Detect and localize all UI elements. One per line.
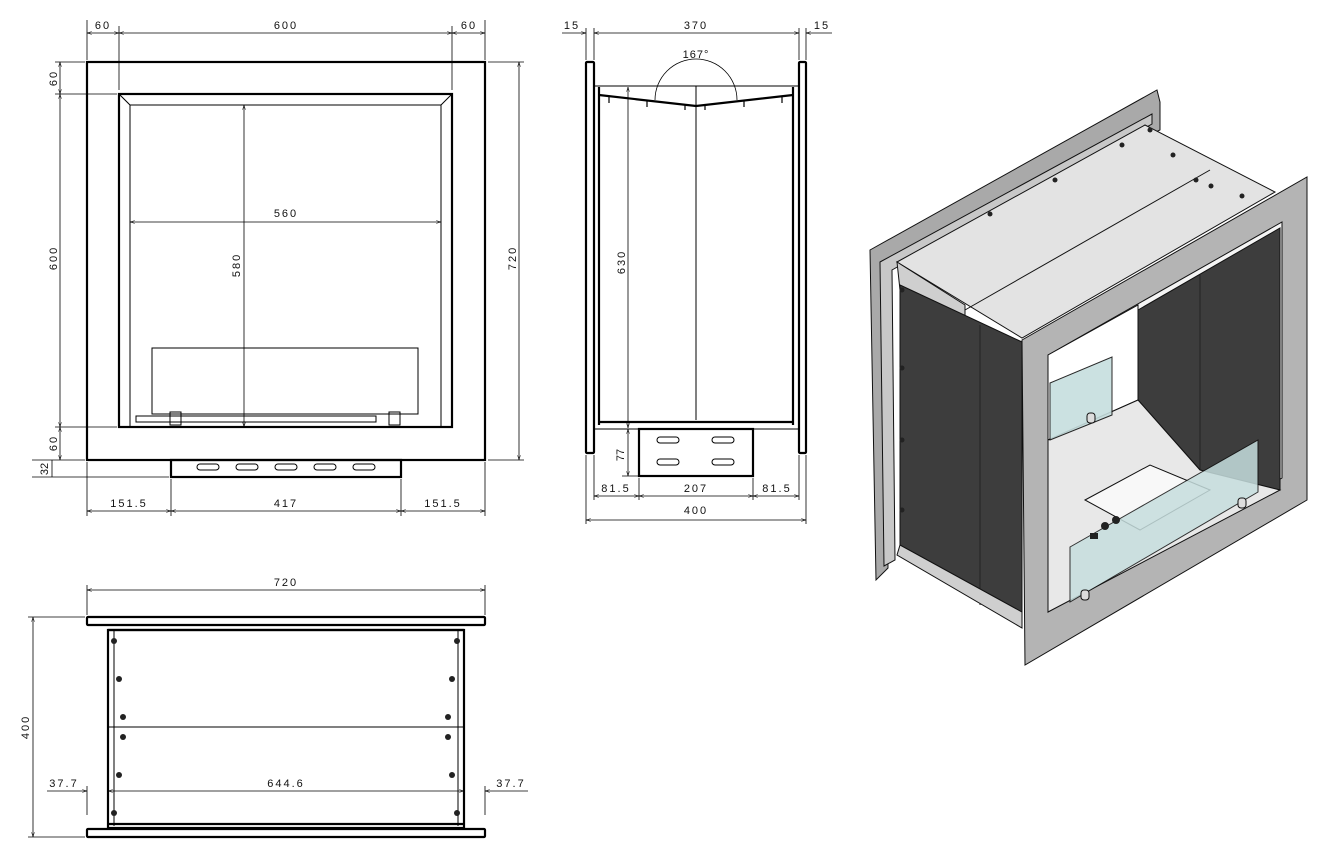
dim-label: 167° <box>683 49 710 61</box>
front-flange <box>584 60 596 455</box>
dim-label: 81.5 <box>601 483 630 495</box>
isometric-view <box>869 89 1308 666</box>
dim-label: 720 <box>507 246 519 270</box>
dim-label: 207 <box>684 483 708 495</box>
dim-label: 580 <box>231 253 243 277</box>
inner-frame <box>117 92 454 429</box>
dim-label: 600 <box>274 20 298 32</box>
glass-panel <box>151 347 419 415</box>
dim-label: 37.7 <box>496 778 525 790</box>
dim-label: 720 <box>274 577 298 589</box>
back-flange <box>797 60 808 455</box>
dim-label: 32 <box>39 463 51 475</box>
dim-label: 600 <box>48 246 60 270</box>
top-surface <box>896 124 1277 339</box>
mounting-bracket <box>637 427 755 478</box>
glass-back <box>1049 356 1113 441</box>
dim-label: 60 <box>48 435 60 451</box>
angle-arc <box>654 58 738 101</box>
dim-label: 370 <box>684 20 708 32</box>
dim-label: 417 <box>274 498 298 510</box>
dim-label: 400 <box>684 505 708 517</box>
front-flange <box>85 615 487 627</box>
top-view: 720 400 37.7 644.6 37.7 <box>20 577 528 839</box>
bracket-slots <box>196 463 376 471</box>
dim-label: 37.7 <box>49 778 78 790</box>
burner-controls <box>1090 516 1120 539</box>
dim-label: 60 <box>48 70 60 86</box>
dim-label: 151.5 <box>110 498 148 510</box>
glass-front <box>1069 439 1259 603</box>
glass-holder <box>388 411 401 426</box>
glass-holder <box>1080 589 1090 601</box>
outer-frame <box>85 60 487 462</box>
front-view: 60 600 60 60 600 60 32 720 560 580 151.5… <box>32 20 524 516</box>
left-side-wall <box>899 284 1023 626</box>
dim-label: 81.5 <box>762 483 791 495</box>
dim-label: 15 <box>564 20 580 32</box>
dim-label: 60 <box>461 20 477 32</box>
screw-holes <box>111 638 460 816</box>
glass-holder <box>169 411 182 426</box>
dim-label: 644.6 <box>267 778 305 790</box>
glass-holder <box>1086 412 1096 424</box>
mounting-bracket <box>169 458 403 479</box>
dim-label: 15 <box>814 20 830 32</box>
dim-label: 151.5 <box>424 498 462 510</box>
dim-label: 77 <box>615 449 627 461</box>
body <box>106 628 466 830</box>
glass-holder <box>1237 497 1247 509</box>
dim-label: 630 <box>616 250 628 274</box>
side-view: 167° 15 370 15 630 77 81.5 207 81.5 400 <box>562 20 832 524</box>
dim-label: 560 <box>274 208 298 220</box>
firebox-opening <box>129 104 442 428</box>
back-flange <box>85 827 487 839</box>
dim-label: 60 <box>95 20 111 32</box>
dim-label: 400 <box>20 715 32 739</box>
